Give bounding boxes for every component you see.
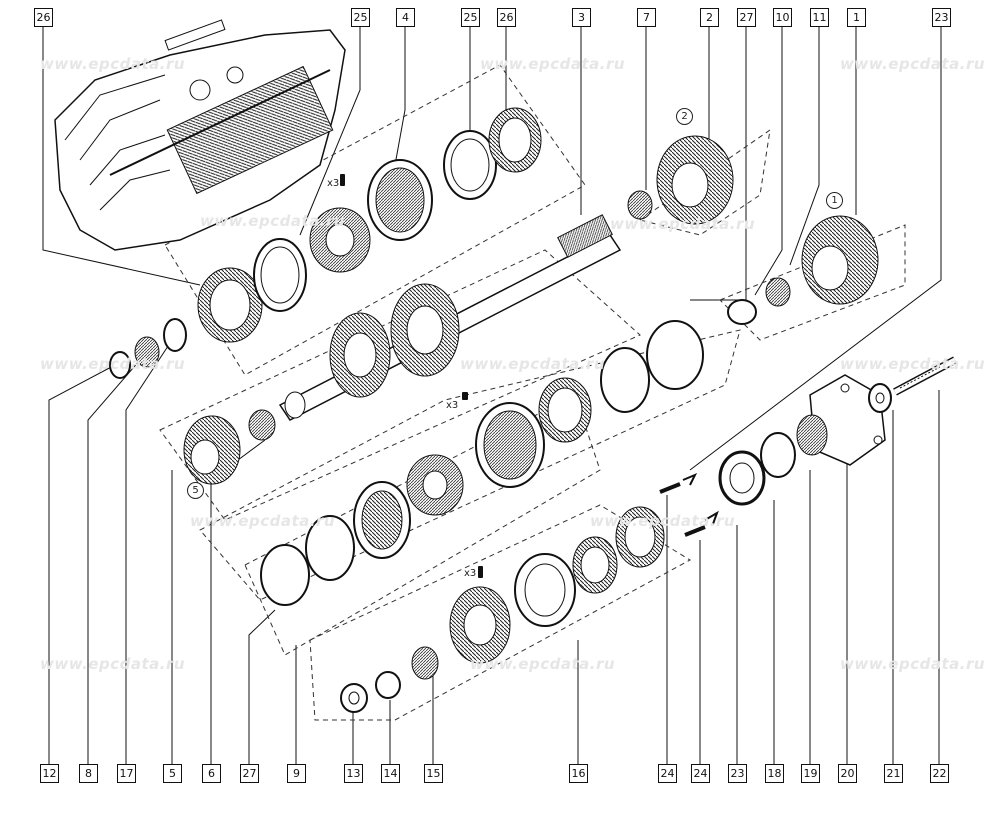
callout-top: 10: [773, 8, 792, 27]
gear-5: [183, 415, 241, 485]
bushing-10: [727, 299, 757, 325]
callout-top: 7: [637, 8, 656, 27]
washer-17: [163, 318, 187, 352]
callout-top: 26: [34, 8, 53, 27]
callout-top: 11: [810, 8, 829, 27]
callout-bottom: 19: [801, 764, 820, 783]
callout-bottom: 24: [691, 764, 710, 783]
callout-bottom: 20: [838, 764, 857, 783]
synchro-ring-toothed-middle: [538, 377, 592, 443]
circled-label: 1: [826, 192, 843, 209]
ring-lower-toothed: [572, 536, 618, 594]
watermark: www.epcdata.ru: [840, 655, 986, 673]
washer-13: [340, 683, 368, 713]
watermark: www.epcdata.ru: [480, 55, 626, 73]
bearing-6: [248, 409, 276, 441]
watermark: www.epcdata.ru: [40, 355, 186, 373]
gear-1: [801, 215, 879, 305]
watermark: www.epcdata.ru: [590, 512, 736, 530]
callout-top: 3: [572, 8, 591, 27]
needle-bearing-7: [627, 190, 653, 220]
synchro-ring-lower-left: [353, 481, 411, 559]
callout-top: 27: [737, 8, 756, 27]
synchro-ring-25: [253, 238, 307, 312]
callout-bottom: 21: [884, 764, 903, 783]
bolt-24-upper: [659, 482, 681, 494]
watermark: www.epcdata.ru: [470, 655, 616, 673]
callout-bottom: 22: [930, 764, 949, 783]
synchro-sleeve-4: [367, 159, 433, 241]
callout-top: 25: [351, 8, 370, 27]
circled-label: 2: [676, 108, 693, 125]
callout-bottom: 18: [765, 764, 784, 783]
synchro-ring-left-26: [197, 267, 263, 343]
watermark: www.epcdata.ru: [40, 55, 186, 73]
seal-19: [760, 432, 796, 478]
callout-bottom: 5: [163, 764, 182, 783]
callout-bottom: 23: [728, 764, 747, 783]
watermark: www.epcdata.ru: [610, 215, 756, 233]
callout-top: 25: [461, 8, 480, 27]
watermark: www.epcdata.ru: [200, 212, 346, 230]
bolt-24-lower: [684, 525, 706, 537]
callout-bottom: 24: [658, 764, 677, 783]
bearing-8: [134, 336, 160, 368]
synchro-ring-9: [260, 544, 310, 606]
callout-bottom: 27: [240, 764, 259, 783]
sleeve-lower: [514, 553, 576, 627]
watermark: www.epcdata.ru: [40, 655, 186, 673]
quantity-mark: x3: [464, 568, 477, 579]
callout-bottom: 6: [202, 764, 221, 783]
watermark: www.epcdata.ru: [840, 55, 986, 73]
ring-lower-right-toothed: [615, 506, 665, 568]
callout-top: 4: [396, 8, 415, 27]
callout-top: 26: [497, 8, 516, 27]
watermark: www.epcdata.ru: [460, 355, 606, 373]
watermark: www.epcdata.ru: [190, 512, 336, 530]
callout-bottom: 13: [344, 764, 363, 783]
bearing-15: [411, 646, 439, 680]
synchro-hub-left: [309, 207, 371, 273]
quantity-mark: x3: [327, 178, 340, 189]
quantity-mark: x3: [446, 400, 459, 411]
gearbox-housing-illustration: [54, 19, 346, 251]
bearing-18: [718, 450, 766, 506]
callout-top: 1: [847, 8, 866, 27]
callout-top: 23: [932, 8, 951, 27]
callout-bottom: 9: [287, 764, 306, 783]
synchro-sleeve-middle: [475, 402, 545, 488]
synchro-hub-middle: [406, 454, 464, 516]
watermark: www.epcdata.ru: [840, 355, 986, 373]
bearing-11: [765, 277, 791, 307]
callout-bottom: 16: [569, 764, 588, 783]
callout-bottom: 14: [381, 764, 400, 783]
callout-bottom: 15: [424, 764, 443, 783]
synchro-ring-27: [305, 515, 355, 581]
washer-21: [868, 383, 892, 413]
leader-lines-bottom: [48, 339, 940, 764]
gear-2: [656, 135, 734, 225]
callout-bottom: 12: [40, 764, 59, 783]
input-shaft-3: [278, 214, 622, 421]
circled-label: 5: [187, 482, 204, 499]
lock-pin-glyphs: [340, 174, 483, 578]
callout-bottom: 17: [117, 764, 136, 783]
callout-bottom: 8: [79, 764, 98, 783]
clip-23: [682, 473, 719, 525]
callout-top: 2: [700, 8, 719, 27]
synchro-ring-upper-right: [646, 320, 704, 390]
gear-16: [449, 586, 511, 664]
synchro-ring-right-26: [488, 107, 542, 173]
synchro-ring-middle: [600, 347, 650, 413]
bushing-14: [375, 671, 401, 699]
flange-20: [796, 374, 886, 466]
bolt-22: [893, 356, 957, 396]
synchro-ring-25-right: [443, 130, 497, 200]
circlip-12: [109, 351, 131, 379]
